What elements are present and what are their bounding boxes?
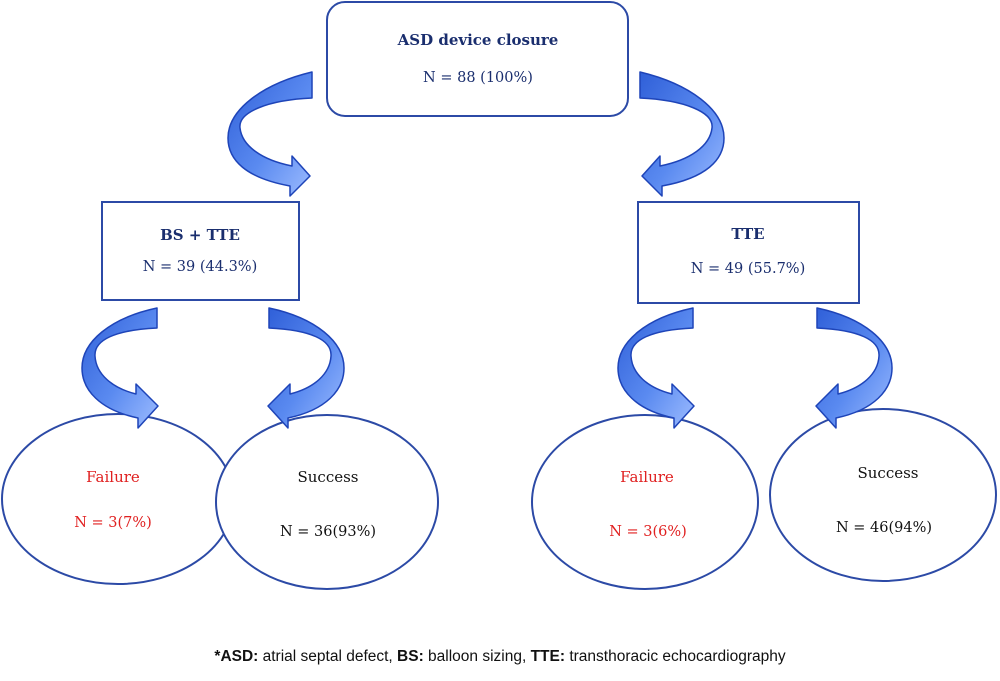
tte-success-title: Success <box>857 464 918 482</box>
bs-failure-count: N = 3(7%) <box>74 515 152 531</box>
footnote: *ASD: atrial septal defect, BS: balloon … <box>0 648 1000 666</box>
root-count: N = 88 (100%) <box>423 70 533 86</box>
tte-success-count: N = 46(94%) <box>836 520 932 536</box>
tte-failure-title: Failure <box>620 468 674 486</box>
footnote-bs-term: BS: <box>397 648 424 665</box>
footnote-asd-term: ASD: <box>220 648 259 665</box>
tte-count: N = 49 (55.7%) <box>691 261 806 277</box>
tte-failure-count: N = 3(6%) <box>609 524 687 540</box>
curved-arrow-icon <box>267 307 345 429</box>
footnote-asd-def: atrial septal defect, <box>258 648 398 665</box>
bs-success-title: Success <box>297 468 358 486</box>
bs-success-node: Success N = 36(93%) <box>215 414 439 590</box>
footnote-star: * <box>214 648 221 665</box>
tte-failure-node: Failure N = 3(6%) <box>531 414 759 590</box>
bs-tte-node: BS + TTE N = 39 (44.3%) <box>101 201 300 301</box>
tte-title: TTE <box>731 225 764 243</box>
curved-arrow-icon <box>815 307 893 429</box>
curved-arrow-icon <box>227 71 313 197</box>
footnote-tte-term: TTE: <box>530 648 566 665</box>
bs-tte-count: N = 39 (44.3%) <box>143 259 258 275</box>
bs-failure-node: Failure N = 3(7%) <box>1 413 235 585</box>
bs-success-count: N = 36(93%) <box>280 524 376 540</box>
root-node: ASD device closure N = 88 (100%) <box>326 1 629 117</box>
curved-arrow-icon <box>639 71 725 197</box>
root-title: ASD device closure <box>397 31 559 49</box>
curved-arrow-icon <box>81 307 159 429</box>
tte-success-node: Success N = 46(94%) <box>769 408 997 582</box>
bs-tte-title: BS + TTE <box>160 226 240 244</box>
footnote-tte-def: transthoracic echocardiography <box>565 648 786 665</box>
bs-failure-title: Failure <box>86 468 140 486</box>
curved-arrow-icon <box>617 307 695 429</box>
footnote-bs-def: balloon sizing, <box>423 648 531 665</box>
tte-node: TTE N = 49 (55.7%) <box>637 201 860 304</box>
